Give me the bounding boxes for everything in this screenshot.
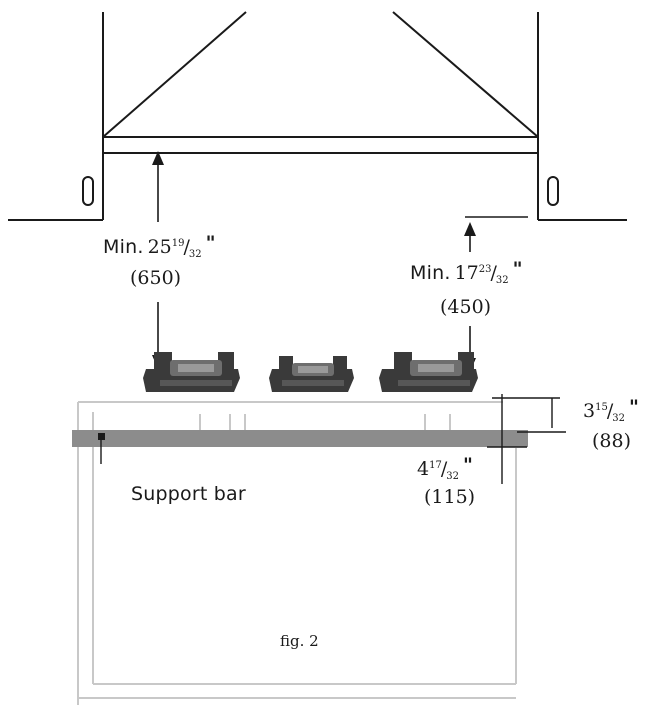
depth-dimension-lines	[487, 394, 566, 484]
bar-depth-whole: 4	[417, 458, 430, 480]
top-depth-fraction: 315/32	[583, 400, 625, 424]
hood-clearance-denominator: 32	[188, 249, 202, 260]
hood-clearance-prefix: Min.	[103, 236, 144, 258]
side-clearance-fraction: 1723/32	[454, 262, 509, 286]
bar-depth-numerator: 17	[429, 460, 442, 471]
top-depth-numerator: 15	[595, 402, 608, 413]
side-clearance-label: Min. 1723/32"	[410, 258, 523, 286]
side-clearance-prefix: Min.	[410, 262, 451, 284]
hood-clearance-metric: (650)	[130, 267, 182, 289]
figure-caption: fig. 2	[280, 632, 319, 650]
wall-cabinet-left	[8, 176, 103, 221]
burner-left	[143, 352, 240, 392]
hood-clearance-numerator: 19	[171, 238, 185, 249]
base-cabinet	[77, 401, 517, 705]
support-bar-label: Support bar	[131, 483, 246, 505]
bar-depth-denominator: 32	[446, 471, 459, 482]
side-clearance-denominator: 32	[495, 275, 509, 286]
top-depth-denominator: 32	[612, 413, 625, 424]
bar-depth-label: 417/32"	[417, 454, 473, 482]
range-hood	[102, 11, 539, 220]
hood-clearance-label: Min. 2519/32"	[103, 232, 216, 260]
hood-clearance-whole: 25	[147, 236, 172, 258]
side-clearance-metric: (450)	[440, 296, 492, 318]
burner-right	[379, 352, 478, 392]
side-clearance-numerator: 23	[478, 264, 492, 275]
wall-cabinet-right	[538, 176, 627, 221]
top-depth-label: 315/32"	[583, 396, 639, 424]
bar-depth-inch-mark: "	[462, 454, 473, 476]
side-clearance-inch-mark: "	[512, 258, 523, 280]
hood-clearance-dimension	[152, 151, 164, 369]
hood-clearance-inch-mark: "	[205, 232, 216, 254]
top-depth-whole: 3	[583, 400, 596, 422]
support-bar	[72, 430, 528, 447]
burner-middle	[269, 356, 354, 392]
hood-clearance-fraction: 2519/32	[147, 236, 202, 260]
side-clearance-whole: 17	[454, 262, 479, 284]
support-bar-marker	[98, 433, 105, 440]
bar-depth-metric: (115)	[424, 486, 476, 508]
top-depth-inch-mark: "	[628, 396, 639, 418]
side-clearance-dimension	[464, 216, 528, 372]
top-depth-metric: (88)	[592, 430, 632, 452]
bar-depth-fraction: 417/32	[417, 458, 459, 482]
